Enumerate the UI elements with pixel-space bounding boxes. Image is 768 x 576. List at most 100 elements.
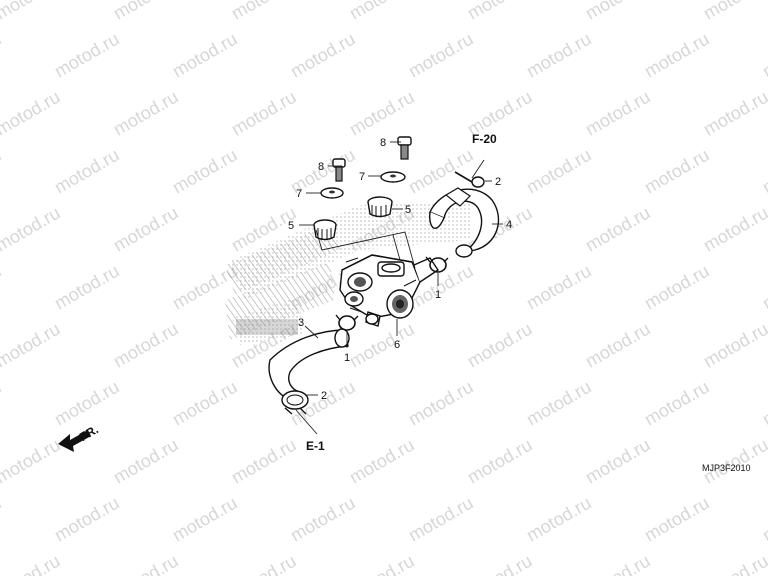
watermark-text: motod.ru (228, 435, 300, 488)
watermark-text: motod.ru (464, 0, 536, 23)
watermark-text: motod.ru (51, 377, 123, 430)
watermark-text: motod.ru (405, 29, 477, 82)
hose-clip-2-upper (454, 171, 485, 188)
watermark-text: motod.ru (0, 377, 5, 430)
callout-bolt-8-right: 8 (380, 137, 386, 149)
bolt-8-right (397, 136, 412, 160)
watermark-text: motod.ru (169, 377, 241, 430)
callout-washer-7-left: 7 (296, 188, 302, 200)
watermark-text: motod.ru (0, 319, 64, 372)
watermark-text: motod.ru (759, 377, 768, 430)
watermark-text: motod.ru (110, 435, 182, 488)
watermark-text: motod.ru (0, 0, 64, 23)
watermark-text: motod.ru (0, 261, 5, 314)
watermark-text: motod.ru (0, 29, 5, 82)
watermark-text: motod.ru (169, 29, 241, 82)
callout-hose-clip-2-upper: 2 (495, 176, 501, 188)
watermark-text: motod.ru (523, 377, 595, 430)
reference-bottom: E-1 (306, 439, 325, 453)
watermark-text: motod.ru (228, 551, 300, 576)
callout-bolt-8-left: 8 (318, 161, 324, 173)
watermark-text: motod.ru (582, 0, 654, 23)
watermark-text: motod.ru (759, 261, 768, 314)
watermark-text: motod.ru (582, 551, 654, 576)
callout-washer-7-right: 7 (359, 171, 365, 183)
grommet-5-left (313, 219, 337, 241)
washer-7-right (380, 171, 406, 183)
callout-grommet-5-left: 5 (288, 220, 294, 232)
watermark-text: motod.ru (700, 435, 768, 488)
callout-hose-3: 3 (298, 317, 304, 329)
diagram-code: MJP3F2010 (702, 463, 751, 473)
band-clamp-1-left (335, 314, 359, 331)
bolt-8-left (332, 158, 346, 182)
watermark-text: motod.ru (464, 551, 536, 576)
watermark-text: motod.ru (169, 493, 241, 546)
callout-grommet-5-right: 5 (405, 204, 411, 216)
watermark-text: motod.ru (228, 87, 300, 140)
watermark-text: motod.ru (523, 145, 595, 198)
watermark-text: motod.ru (582, 319, 654, 372)
callout-band-clamp-1-right: 1 (435, 289, 441, 301)
watermark-text: motod.ru (523, 261, 595, 314)
watermark-text: motod.ru (0, 87, 64, 140)
watermark-text: motod.ru (582, 435, 654, 488)
watermark-text: motod.ru (759, 493, 768, 546)
reference-top: F-20 (472, 132, 497, 146)
callout-thermostat-housing-6: 6 (394, 339, 400, 351)
watermark-text: motod.ru (110, 551, 182, 576)
watermark-text: motod.ru (51, 145, 123, 198)
watermark-text: motod.ru (700, 203, 768, 256)
watermark-text: motod.ru (700, 0, 768, 23)
watermark-text: motod.ru (405, 377, 477, 430)
watermark-text: motod.ru (0, 493, 5, 546)
watermark-text: motod.ru (51, 261, 123, 314)
watermark-text: motod.ru (523, 493, 595, 546)
watermark-text: motod.ru (523, 29, 595, 82)
watermark-text: motod.ru (641, 261, 713, 314)
watermark-text: motod.ru (464, 319, 536, 372)
band-clamp-1-right (425, 256, 449, 273)
watermark-text: motod.ru (582, 87, 654, 140)
watermark-text: motod.ru (405, 493, 477, 546)
thermostat-housing-6 (339, 254, 439, 327)
watermark-text: motod.ru (110, 0, 182, 23)
watermark-text: motod.ru (641, 29, 713, 82)
watermark-text: motod.ru (287, 493, 359, 546)
watermark-text: motod.ru (0, 145, 5, 198)
watermark-text: motod.ru (700, 319, 768, 372)
watermark-text: motod.ru (641, 377, 713, 430)
watermark-text: motod.ru (346, 435, 418, 488)
watermark-text: motod.ru (346, 319, 418, 372)
grommet-5-right (367, 196, 393, 218)
watermark-text: motod.ru (582, 203, 654, 256)
watermark-text: motod.ru (346, 551, 418, 576)
engine-outline-background (225, 200, 470, 345)
watermark-text: motod.ru (228, 0, 300, 23)
watermark-text: motod.ru (464, 435, 536, 488)
hose-clip-2-lower (281, 390, 309, 415)
watermark-text: motod.ru (641, 493, 713, 546)
watermark-text: motod.ru (51, 29, 123, 82)
callout-hose-4: 4 (506, 219, 512, 231)
watermark-text: motod.ru (51, 493, 123, 546)
callout-band-clamp-1-left: 1 (344, 352, 350, 364)
watermark-text: motod.ru (0, 203, 64, 256)
watermark-text: motod.ru (169, 145, 241, 198)
watermark-text: motod.ru (759, 145, 768, 198)
watermark-text: motod.ru (0, 435, 64, 488)
hose-4-upper (428, 187, 500, 258)
leader-lines (295, 141, 503, 435)
watermark-text: motod.ru (110, 203, 182, 256)
washer-7-left (320, 187, 344, 199)
watermark-text: motod.ru (110, 319, 182, 372)
watermark-text: motod.ru (641, 145, 713, 198)
watermark-text: motod.ru (110, 87, 182, 140)
watermark-text: motod.ru (700, 551, 768, 576)
watermark-text: motod.ru (0, 551, 64, 576)
watermark-text: motod.ru (346, 0, 418, 23)
watermark-text: motod.ru (759, 29, 768, 82)
watermark-text: motod.ru (287, 29, 359, 82)
watermark-text: motod.ru (700, 87, 768, 140)
